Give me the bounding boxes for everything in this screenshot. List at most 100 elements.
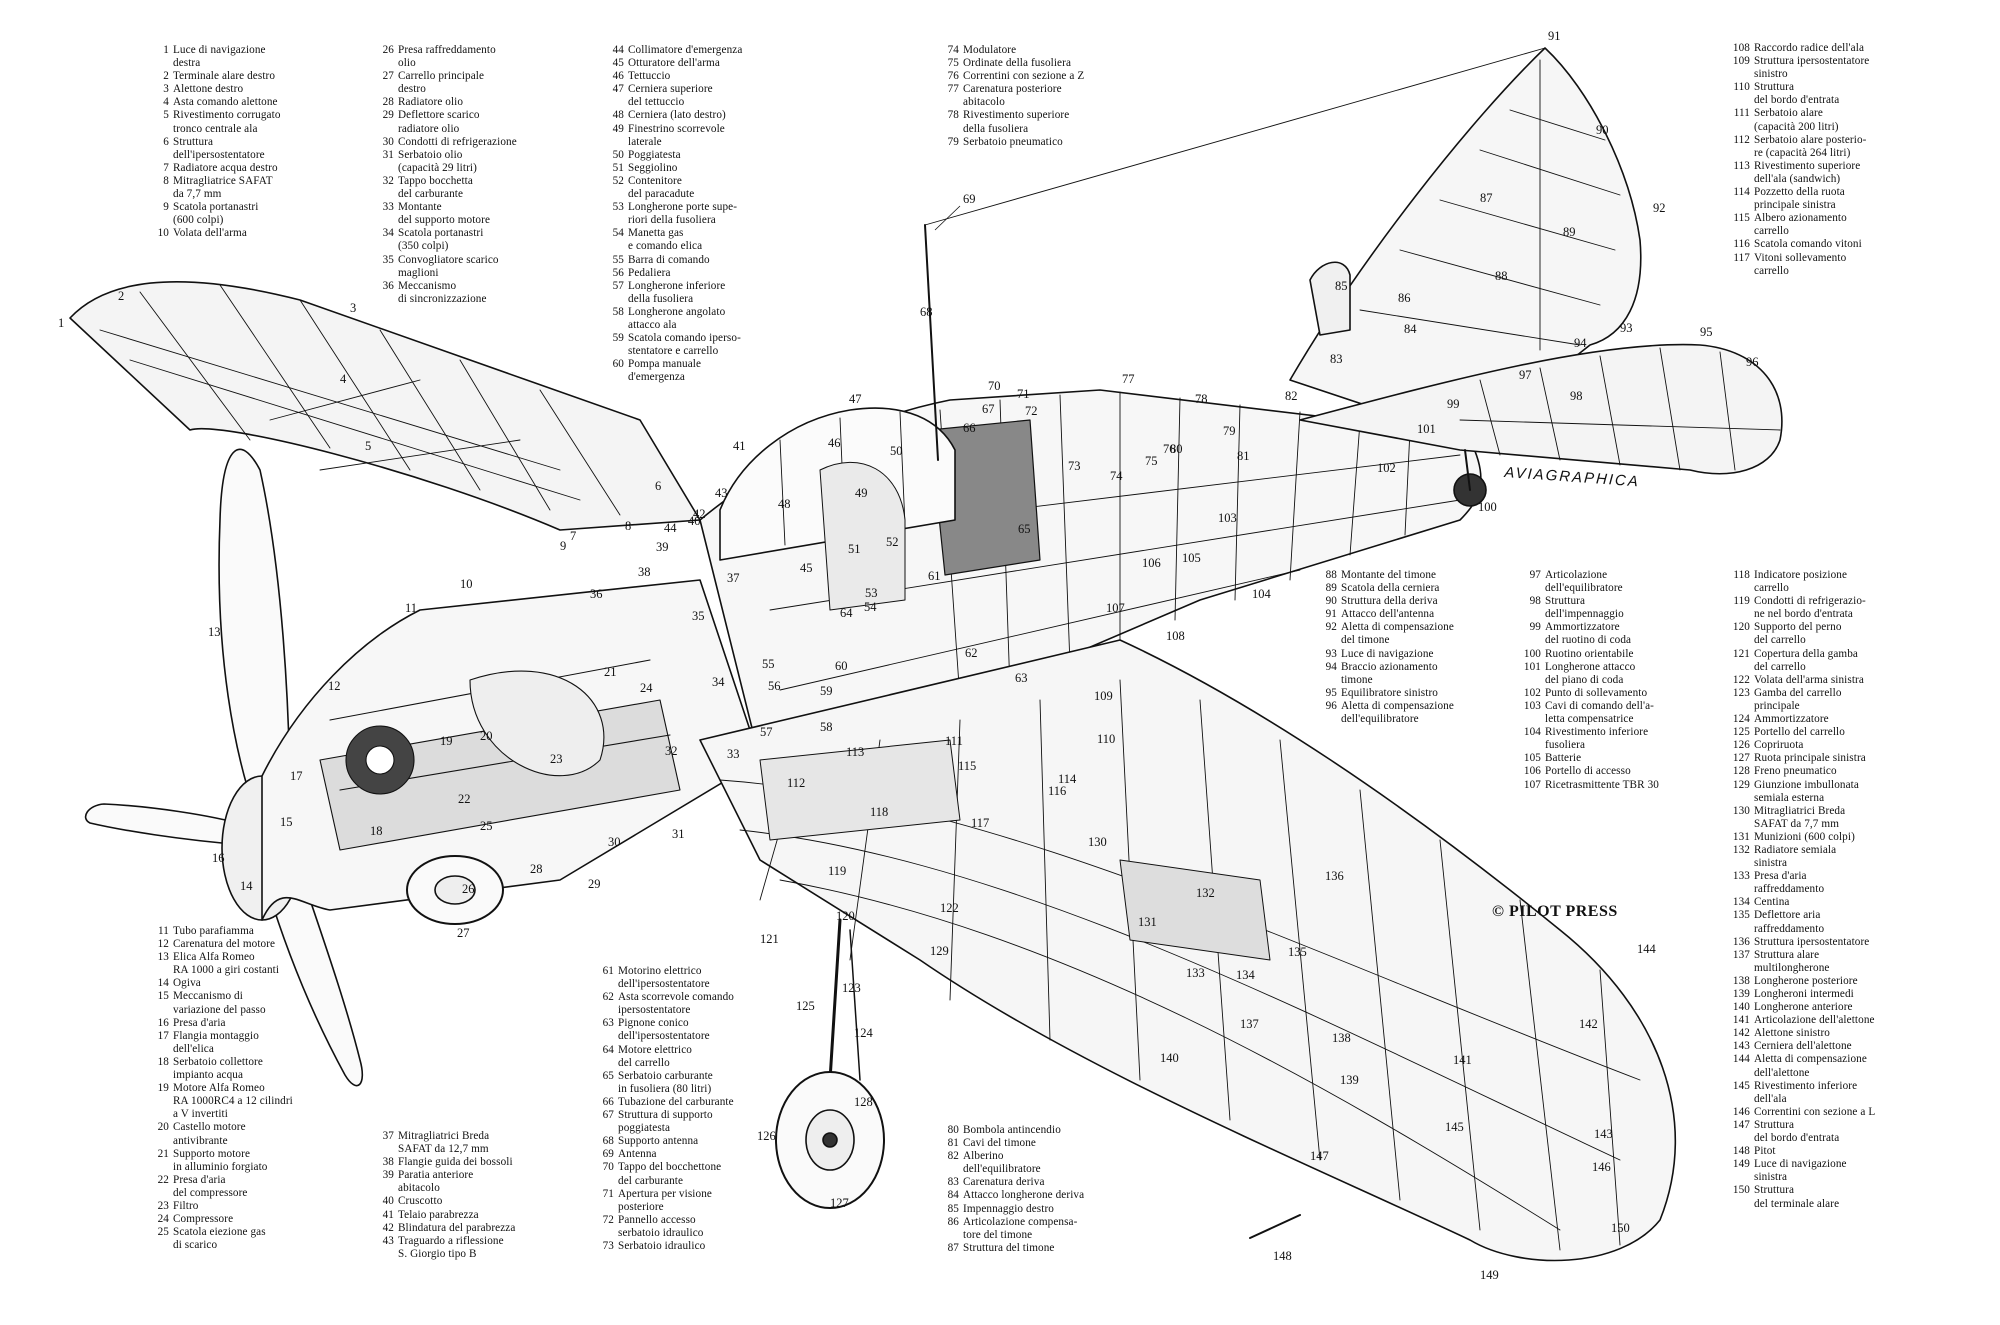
callout-38: 38: [638, 565, 651, 579]
legend-number: 125: [1732, 726, 1750, 739]
legend-number: 141: [1732, 1014, 1750, 1027]
legend-text: Centina: [1754, 896, 1790, 909]
legend-text: Copriruota: [1754, 739, 1804, 752]
legend-number: 57: [612, 279, 624, 292]
callout-56: 56: [768, 679, 781, 693]
legend-number: 135: [1732, 909, 1750, 922]
legend-number: 81: [947, 1137, 959, 1150]
legend-text: Cerniera dell'alettone: [1754, 1040, 1852, 1053]
legend-number: 58: [612, 305, 624, 318]
callout-112: 112: [787, 776, 805, 790]
callout-60: 60: [835, 659, 848, 673]
callout-115: 115: [958, 759, 976, 773]
legend-number: 37: [382, 1130, 394, 1142]
legend-text: Deflettore scarico radiatore olio: [398, 109, 480, 135]
callout-5: 5: [365, 439, 371, 453]
legend-text: Equilibratore sinistro: [1341, 686, 1438, 699]
legend-number: 6: [163, 135, 169, 148]
callout-74: 74: [1110, 469, 1123, 483]
callout-65: 65: [1018, 522, 1031, 536]
legend-text: Telaio parabrezza: [398, 1208, 479, 1221]
callout-134: 134: [1236, 968, 1256, 982]
callout-48: 48: [778, 497, 791, 511]
legend-text: Articolazione dell'alettone: [1754, 1014, 1875, 1027]
legend-number: 54: [612, 227, 624, 240]
legend-text: Struttura ipersostentatore sinistro: [1754, 55, 1870, 81]
legend-text: Cerniera (lato destro): [628, 109, 726, 122]
callout-20: 20: [480, 729, 493, 743]
callout-75: 75: [1145, 454, 1158, 468]
callout-42: 42: [693, 507, 706, 521]
callout-128: 128: [854, 1095, 873, 1109]
callout-40: 40: [688, 514, 701, 528]
legend-text: Serbatoio idraulico: [618, 1239, 706, 1252]
callout-138: 138: [1332, 1031, 1351, 1045]
legend-text: Radiatore semiala sinistra: [1754, 843, 1837, 870]
callout-32: 32: [665, 744, 678, 758]
callout-102: 102: [1377, 461, 1396, 475]
callout-58: 58: [820, 720, 833, 734]
callout-16: 16: [212, 851, 225, 865]
legend-number: 42: [382, 1221, 394, 1234]
callout-96: 96: [1746, 355, 1759, 369]
legend-number: 122: [1732, 673, 1750, 686]
legend-number: 22: [157, 1173, 169, 1186]
legend-number: 123: [1732, 686, 1750, 699]
legend-number: 74: [947, 44, 959, 56]
callout-67: 67: [982, 402, 995, 416]
legend-number: 117: [1733, 251, 1750, 264]
callout-131: 131: [1138, 915, 1157, 929]
legend-number: 104: [1523, 726, 1541, 739]
antenna-mast: [924, 224, 939, 461]
legend-text: Longherone inferiore della fusoliera: [628, 279, 726, 305]
legend-number: 90: [1325, 595, 1337, 608]
legend-number: 33: [382, 201, 394, 214]
legend-text: Alberino dell'equilibratore: [963, 1150, 1041, 1176]
legend-text: Giunzione imbullonata semiala esterna: [1754, 778, 1859, 804]
legend-number: 67: [602, 1109, 614, 1122]
callout-106: 106: [1142, 556, 1161, 570]
legend-text: Batterie: [1545, 752, 1582, 765]
callout-133: 133: [1186, 966, 1205, 980]
legend-text: Cruscotto: [398, 1195, 443, 1208]
legend-number: 38: [382, 1156, 394, 1169]
legend-number: 143: [1732, 1040, 1750, 1053]
legend-text: Punto di sollevamento: [1545, 686, 1648, 699]
legend-number: 95: [1325, 686, 1337, 699]
legend-text: Aletta di compensazione del timone: [1341, 621, 1454, 647]
callout-146: 146: [1592, 1160, 1611, 1174]
legend-number: 41: [382, 1208, 394, 1221]
legend-text: Struttura dell'ipersostentatore: [173, 135, 265, 161]
callout-18: 18: [370, 824, 383, 838]
callout-90: 90: [1596, 123, 1609, 137]
callout-7: 7: [570, 529, 576, 543]
legend-number: 17: [157, 1029, 169, 1042]
callout-84: 84: [1404, 322, 1417, 336]
legend-number: 145: [1732, 1079, 1750, 1092]
legend-text: Longherone anteriore: [1754, 1001, 1853, 1014]
callout-31: 31: [672, 827, 685, 841]
legend-text: Rivestimento superiore dell'ala (sandwic…: [1754, 159, 1861, 185]
